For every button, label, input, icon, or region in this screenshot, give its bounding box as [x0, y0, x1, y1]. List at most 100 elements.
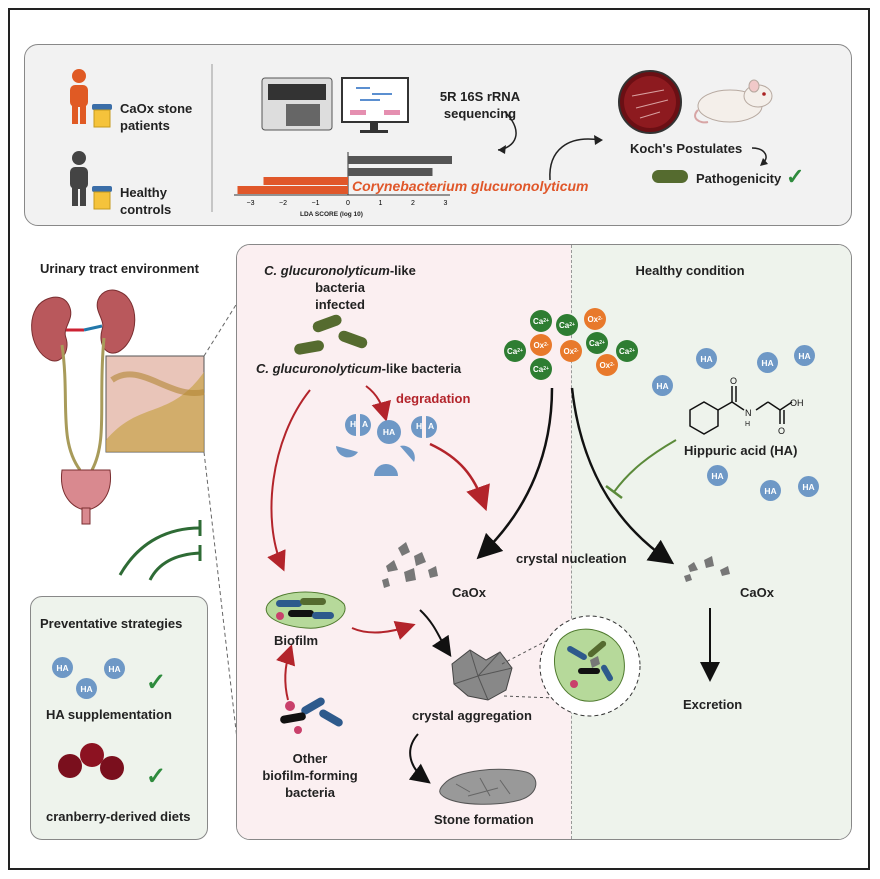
svg-text:O: O: [778, 426, 785, 436]
healthy-title: Healthy condition: [635, 263, 745, 278]
ha-molecule: HA: [757, 352, 778, 373]
kidney-icon: [96, 289, 136, 354]
lda-tick-label: 3: [444, 200, 448, 207]
aggregation-label: crystal aggregation: [412, 708, 532, 723]
ha-fragment-label: H: [350, 419, 357, 429]
excretion-label: Excretion: [683, 697, 743, 712]
control-person-icon: [70, 151, 88, 206]
cranberry-icon: [80, 743, 104, 767]
cranberry-label: cranberry-derived diets: [46, 809, 191, 824]
lda-bar: [348, 156, 452, 164]
ha-molecule: HA: [794, 345, 815, 366]
zoom-inset: [105, 355, 205, 453]
kidney-stone-icon: [439, 768, 537, 805]
sequencing-panel: [24, 44, 852, 226]
section-divider: [571, 245, 572, 839]
crystal-aggregate-icon: [451, 649, 513, 701]
check-icon: ✓: [786, 164, 805, 189]
urine-cup-icon: [92, 186, 112, 210]
ha-molecule: HA: [76, 678, 97, 699]
check-icon: ✓: [146, 763, 167, 790]
ha-molecule: HA: [652, 375, 673, 396]
patients-label: CaOx stone patients: [120, 101, 193, 133]
preventative-panel: [30, 596, 208, 840]
lda-tick-label: −2: [279, 200, 287, 207]
rod-bacterium-icon: [338, 330, 368, 349]
cranberry-icon: [100, 756, 124, 780]
rod-bacterium-icon: [652, 170, 688, 183]
stone-label: Stone formation: [434, 812, 534, 827]
degraded-ha-icon: [336, 414, 437, 476]
zoom-circle: [539, 615, 641, 717]
degradation-label: degradation: [396, 391, 471, 406]
rod-bacterium-icon: [312, 314, 342, 333]
biofilm-icon: [265, 591, 346, 629]
lda-bar: [263, 177, 348, 185]
species-label: Corynebacterium glucuronolyticum: [352, 178, 589, 194]
lda-bar: [348, 168, 433, 176]
lda-tick-label: −3: [247, 200, 255, 207]
svg-text:O: O: [730, 376, 737, 386]
lda-bar: [237, 186, 348, 194]
patient-person-icon: [70, 69, 88, 124]
ha-fragment-label: H: [416, 421, 423, 431]
urinary-title: Urinary tract environment: [40, 261, 199, 276]
controls-label: Healthy controls: [120, 185, 172, 217]
bladder-icon: [61, 469, 111, 525]
rod-bacterium-icon: [294, 340, 324, 355]
ha-molecule: HA: [696, 348, 717, 369]
caox-crystal-icon: [684, 556, 730, 582]
ha-molecule: HA: [798, 476, 819, 497]
other-bacteria-label: Other biofilm-forming bacteria: [262, 751, 358, 800]
ha-fragment-label: A: [362, 419, 369, 429]
check-icon: ✓: [146, 669, 167, 696]
lda-tick-label: 2: [411, 200, 415, 207]
caox-label-healthy: CaOx: [740, 585, 774, 600]
petri-dish-icon: [618, 70, 682, 134]
svg-text:N: N: [745, 408, 752, 418]
pathogenicity-label: Pathogenicity: [696, 171, 782, 186]
sequencer-icon: [261, 77, 333, 131]
cranberry-icon: [58, 754, 82, 778]
kidney-icon: [31, 296, 72, 362]
caox-crystal-icon: [382, 542, 438, 588]
infected-title: C. glucuronolyticum-like bacteria infect…: [264, 263, 416, 312]
figure-frame: [8, 8, 870, 870]
cg-bacteria-label: C. glucuronolyticum-like bacteria: [256, 361, 462, 376]
nucleation-label: crystal nucleation: [516, 551, 627, 566]
hippuric-acid-structure: [689, 386, 793, 435]
ha-molecule: HA: [707, 465, 728, 486]
monitor-icon: [341, 77, 409, 133]
hippuric-label: Hippuric acid (HA): [684, 443, 798, 458]
lda-tick-label: 1: [379, 200, 383, 207]
ha-supp-label: HA supplementation: [46, 707, 172, 722]
ha-molecule: HA: [104, 658, 125, 679]
mouse-icon: [694, 79, 773, 124]
svg-text:H: H: [745, 421, 750, 428]
sequencing-label: 5R 16S rRNA sequencing: [439, 89, 521, 121]
ha-fragment-label: A: [428, 421, 435, 431]
lda-tick-label: −1: [312, 200, 320, 207]
kochs-label: Koch's Postulates: [630, 141, 743, 156]
lda-tick-label: 0: [346, 200, 350, 207]
svg-text:OH: OH: [790, 398, 804, 408]
prev-title: Preventative strategies: [40, 616, 183, 631]
ha-molecule: HA: [377, 420, 401, 444]
urine-cup-icon: [92, 104, 112, 128]
ha-molecule: HA: [52, 657, 73, 678]
lda-axis-label: LDA SCORE (log 10): [300, 211, 363, 218]
